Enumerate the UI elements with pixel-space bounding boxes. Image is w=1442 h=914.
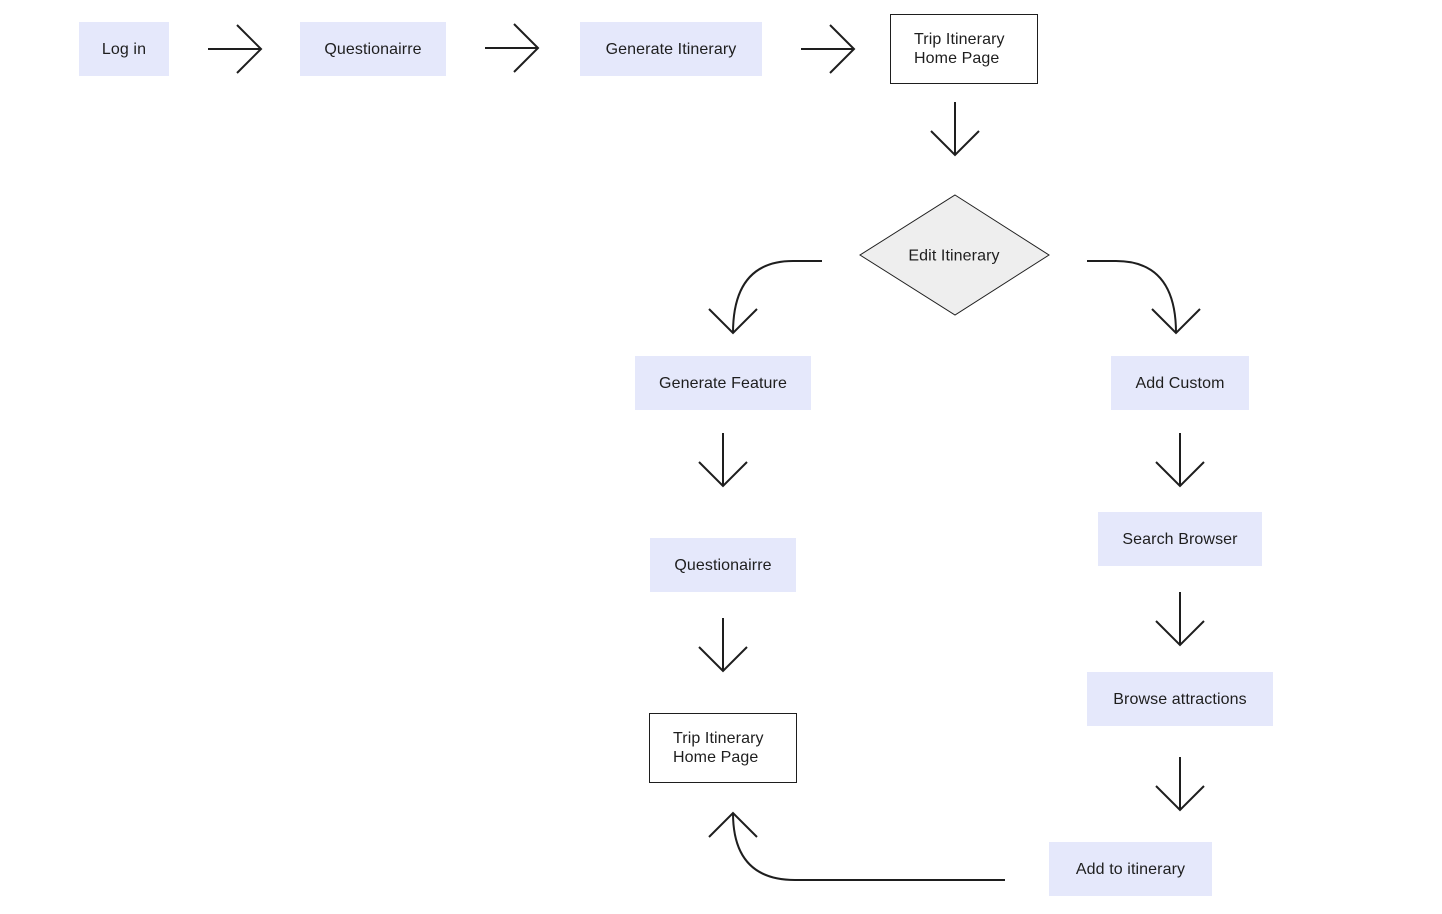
- arrow-edit-to-generate-feature: [708, 260, 822, 335]
- page-trip-itinerary-home-top[interactable]: Trip Itinerary Home Page: [890, 14, 1038, 84]
- step-questionnaire-branch[interactable]: Questionairre: [650, 538, 796, 592]
- step-label: Generate Itinerary: [605, 40, 737, 58]
- step-log-in[interactable]: Log in: [79, 22, 169, 76]
- step-browse-attractions[interactable]: Browse attractions: [1087, 672, 1273, 726]
- page-trip-itinerary-home-bottom[interactable]: Trip Itinerary Home Page: [649, 713, 797, 783]
- page-label-line2: Home Page: [673, 749, 759, 766]
- page-label-line1: Trip Itinerary: [673, 730, 764, 747]
- decision-edit-itinerary[interactable]: Edit Itinerary: [908, 247, 1000, 265]
- arrow-generate-feature-to-questionnaire: [698, 433, 748, 488]
- step-label: Add Custom: [1135, 374, 1225, 392]
- arrow-browse-to-add: [1155, 757, 1205, 812]
- step-label: Questionairre: [674, 556, 772, 574]
- decision-diamond: [859, 194, 1050, 316]
- step-generate-itinerary[interactable]: Generate Itinerary: [580, 22, 762, 76]
- page-label-line1: Trip Itinerary: [914, 31, 1005, 48]
- arrow-questionnaire-to-home: [698, 618, 748, 673]
- step-label: Questionairre: [324, 40, 422, 58]
- arrow-generate-to-home: [801, 24, 856, 74]
- arrow-add-custom-to-search: [1155, 433, 1205, 488]
- step-label: Browse attractions: [1113, 690, 1247, 708]
- step-label: Add to itinerary: [1075, 860, 1186, 878]
- step-label: Search Browser: [1122, 530, 1238, 548]
- step-generate-feature[interactable]: Generate Feature: [635, 356, 811, 410]
- step-add-custom[interactable]: Add Custom: [1111, 356, 1249, 410]
- arrow-home-to-edit: [930, 102, 980, 157]
- step-add-to-itinerary[interactable]: Add to itinerary: [1049, 842, 1212, 896]
- arrow-search-to-browse: [1155, 592, 1205, 647]
- arrow-login-to-questionnaire: [208, 24, 263, 74]
- step-questionnaire[interactable]: Questionairre: [300, 22, 446, 76]
- step-search-browser[interactable]: Search Browser: [1098, 512, 1262, 566]
- arrow-edit-to-add-custom: [1087, 260, 1201, 335]
- arrow-add-to-home: [708, 811, 1005, 881]
- arrow-questionnaire-to-generate: [485, 23, 540, 73]
- page-label-line2: Home Page: [914, 50, 1000, 67]
- step-label: Generate Feature: [659, 374, 787, 392]
- step-label: Log in: [101, 40, 147, 58]
